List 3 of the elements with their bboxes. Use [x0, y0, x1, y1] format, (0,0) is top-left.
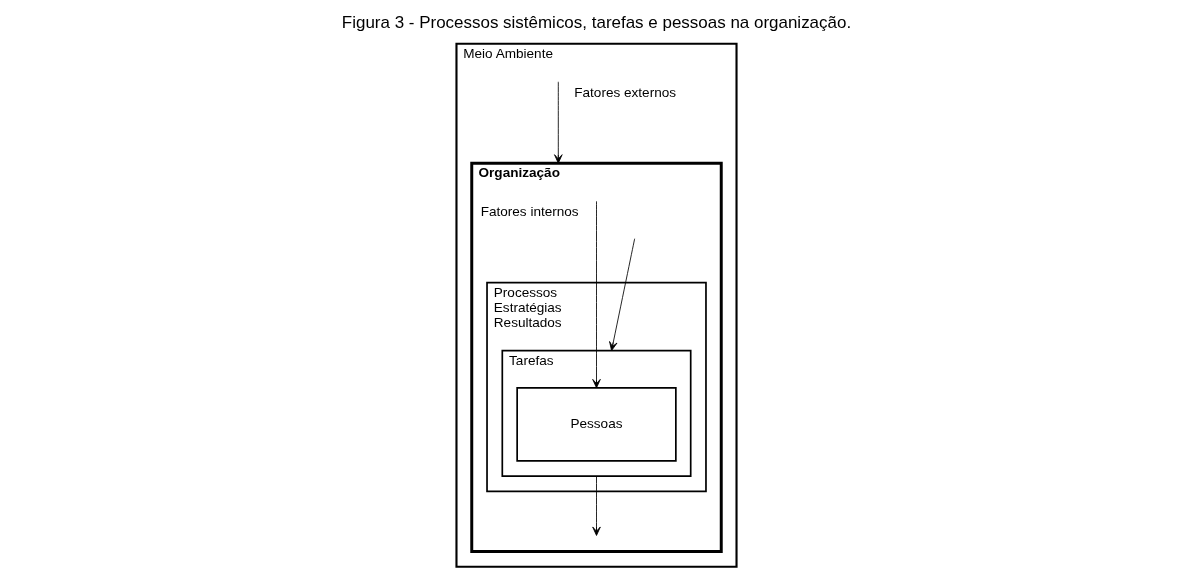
diagram-title: Figura 3 - Processos sistêmicos, tarefas e pessoas na organização.	[341, 13, 851, 33]
edge-label: Fatores internos	[480, 204, 579, 220]
edge-label: Fatores externos	[573, 84, 676, 100]
